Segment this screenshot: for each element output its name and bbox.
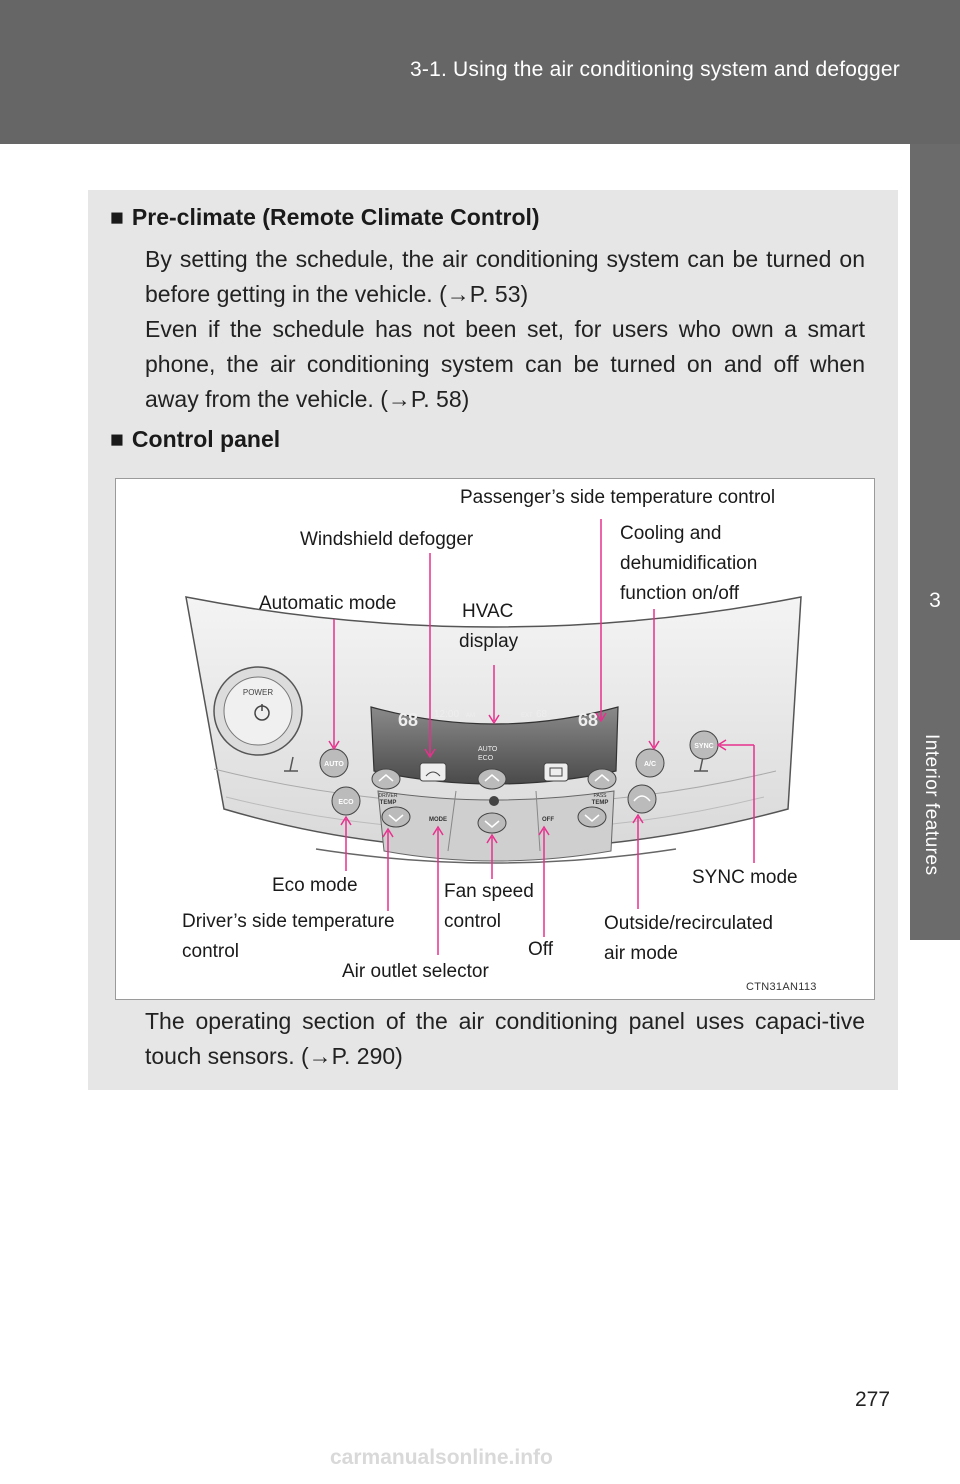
label-off: Off bbox=[528, 939, 553, 960]
label-fan-2: control bbox=[444, 911, 502, 932]
pass-temp-up bbox=[587, 768, 617, 790]
label-passenger-temp: Passenger’s side temperature control bbox=[460, 487, 776, 508]
power-text: POWER bbox=[243, 688, 273, 697]
windshield-icon bbox=[425, 771, 441, 777]
label-outside-2: air mode bbox=[604, 943, 678, 964]
control-panel-illustration: POWER 68 68 12:00 AM EXT 68 AUTO ECO AUT… bbox=[185, 519, 802, 955]
chapter-tab: 3 Interior features bbox=[910, 144, 960, 940]
auto-button-text: AUTO bbox=[324, 761, 344, 768]
label-hvac-1: HVAC bbox=[462, 601, 514, 622]
chapter-number: 3 bbox=[929, 589, 941, 612]
label-cooling-1: Cooling and bbox=[620, 523, 722, 544]
paragraph-schedule: By setting the schedule, the air conditi… bbox=[145, 246, 865, 307]
label-outside-1: Outside/recirculated bbox=[604, 913, 773, 934]
section-heading-control-panel: ■ Control panel bbox=[110, 426, 280, 453]
display-eco: ECO bbox=[478, 755, 494, 762]
label-fan-1: Fan speed bbox=[444, 881, 534, 902]
page-header: 3-1. Using the air conditioning system a… bbox=[0, 0, 960, 144]
pass-small-text: PASS bbox=[594, 793, 608, 799]
seat-heater-left-icon bbox=[284, 756, 298, 772]
fan-speed-up bbox=[477, 768, 507, 790]
rear-defogger-icon bbox=[549, 767, 563, 777]
display-temp-right: 68 bbox=[578, 710, 598, 730]
paragraph-smartphone: Even if the schedule has not been set, f… bbox=[145, 316, 865, 412]
label-cooling-3: function on/off bbox=[620, 583, 740, 604]
mode-text: MODE bbox=[429, 817, 447, 823]
rear-defogger-button bbox=[543, 762, 569, 782]
label-windshield-defogger: Windshield defogger bbox=[300, 529, 474, 550]
label-driver-2: control bbox=[182, 941, 240, 962]
chapter-label: Interior features bbox=[921, 734, 942, 876]
callout-lines bbox=[328, 519, 755, 955]
pass-temp-down bbox=[577, 806, 607, 828]
seat-heater-right-icon bbox=[694, 756, 708, 772]
ac-button-text: A/C bbox=[644, 761, 656, 768]
driver-temp-text: TEMP bbox=[380, 800, 397, 806]
section-marker: ■ bbox=[110, 426, 124, 452]
label-air-outlet: Air outlet selector bbox=[342, 961, 489, 982]
sync-button-text: SYNC bbox=[694, 743, 713, 750]
pass-temp-text: TEMP bbox=[592, 800, 609, 806]
recirculate-icon bbox=[633, 795, 651, 802]
section-marker: ■ bbox=[110, 204, 124, 230]
control-panel-figure: POWER 68 68 12:00 AM EXT 68 AUTO ECO AUT… bbox=[115, 478, 875, 1000]
label-cooling-2: dehumidification bbox=[620, 553, 758, 574]
label-eco-mode: Eco mode bbox=[272, 875, 358, 896]
section-heading-text: Control panel bbox=[131, 426, 281, 452]
display-ext-temp: 68 bbox=[536, 709, 548, 720]
fan-speed-down bbox=[477, 812, 507, 834]
section-heading-preclimate: ■ Pre-climate (Remote Climate Control) bbox=[110, 204, 540, 231]
label-sync-mode: SYNC mode bbox=[692, 867, 798, 888]
label-automatic-mode: Automatic mode bbox=[259, 593, 397, 614]
driver-temp-up bbox=[371, 768, 401, 790]
display-clock-suffix: AM bbox=[466, 713, 475, 719]
display-temp-left: 68 bbox=[398, 710, 418, 730]
paragraph-touch-sensors: The operating section of the air conditi… bbox=[145, 1008, 865, 1069]
display-auto: AUTO bbox=[478, 746, 498, 753]
driver-small-text: DRIVER bbox=[379, 793, 398, 799]
ac-button bbox=[635, 748, 665, 778]
off-text: OFF bbox=[542, 817, 554, 823]
recirculate-button bbox=[627, 784, 657, 814]
section-heading-text: Pre-climate (Remote Climate Control) bbox=[131, 204, 540, 230]
driver-temp-down bbox=[381, 806, 411, 828]
eco-button bbox=[331, 786, 361, 816]
eco-button-text: ECO bbox=[338, 799, 354, 806]
page-number: 277 bbox=[855, 1388, 891, 1411]
display-clock: 12:00 bbox=[434, 709, 459, 720]
footer-logo: carmanualsonline.info bbox=[330, 1446, 553, 1469]
label-hvac-2: display bbox=[459, 631, 519, 652]
label-driver-1: Driver’s side temperature bbox=[182, 911, 395, 932]
figure-id: CTN31AN113 bbox=[746, 981, 817, 993]
header-title: 3-1. Using the air conditioning system a… bbox=[410, 58, 900, 81]
display-ext: EXT bbox=[521, 713, 533, 719]
fan-icon bbox=[489, 796, 499, 806]
